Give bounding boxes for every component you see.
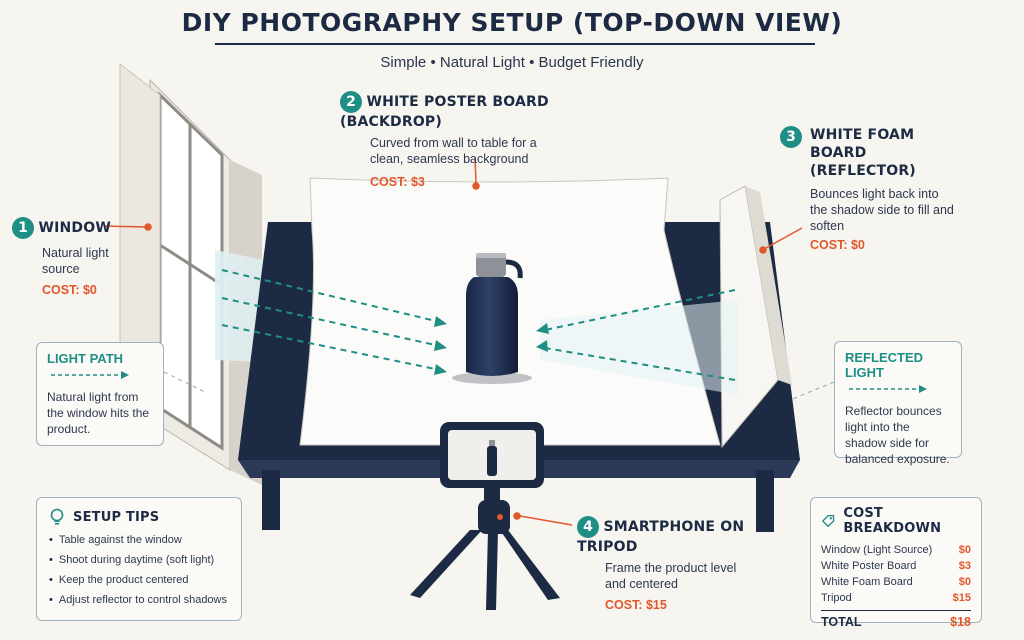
cost-item-label: White Foam Board bbox=[821, 576, 913, 588]
callout-description: Frame the product level and centered bbox=[605, 561, 737, 591]
step-number-badge: 2 bbox=[340, 91, 362, 113]
cost-item-amount: $0 bbox=[958, 544, 971, 556]
step-number-badge: 1 bbox=[12, 217, 34, 239]
callout-cost: COST: $15 bbox=[605, 598, 667, 612]
cost-breakdown-title: COST BREAKDOWN bbox=[843, 506, 942, 536]
reflected-light-box: REFLECTED LIGHT Reflector bounces light … bbox=[834, 341, 962, 466]
callout-poster-board: 2 WHITE POSTER BOARD (BACKDROP) Curved f… bbox=[340, 91, 640, 189]
step-number-badge: 4 bbox=[577, 516, 599, 538]
cost-item-label: Window (Light Source) bbox=[821, 544, 933, 556]
callout-description: Natural light source bbox=[42, 246, 109, 276]
callout-foam-board: 3 WHITE FOAM BOARD (REFLECTOR) Bounces l… bbox=[780, 126, 970, 252]
light-path-box: LIGHT PATH Natural light from the window… bbox=[36, 342, 164, 446]
cost-row: Tripod $15 bbox=[821, 590, 971, 606]
page-title: DIY PHOTOGRAPHY SETUP (TOP-DOWN VIEW) bbox=[181, 8, 843, 37]
arrow-icon bbox=[51, 371, 129, 379]
callout-description: Curved from wall to table for a clean, s… bbox=[370, 136, 537, 166]
callout-cost: COST: $0 bbox=[42, 283, 97, 297]
reflected-light-title: REFLECTED LIGHT bbox=[845, 350, 923, 380]
callout-cost: COST: $3 bbox=[370, 175, 425, 189]
light-path-text: Natural light from the window hits the p… bbox=[47, 390, 150, 436]
lightbulb-icon bbox=[50, 508, 64, 525]
list-item: Keep the product centered bbox=[49, 570, 229, 590]
light-path-title: LIGHT PATH bbox=[47, 351, 124, 366]
callout-smartphone-tripod: 4 SMARTPHONE ON TRIPOD Frame the product… bbox=[577, 516, 797, 612]
cost-row: White Poster Board $3 bbox=[821, 558, 971, 574]
step-number-badge: 3 bbox=[780, 126, 802, 148]
bottle-illustration bbox=[452, 253, 532, 384]
cost-breakdown-box: COST BREAKDOWN Window (Light Source) $0 … bbox=[810, 497, 982, 629]
callout-title: WHITE POSTER BOARD (BACKDROP) bbox=[340, 94, 549, 130]
cost-item-amount: $3 bbox=[958, 560, 971, 572]
callout-title: WINDOW bbox=[38, 220, 111, 237]
cost-row: Window (Light Source) $0 bbox=[821, 542, 971, 558]
callout-cost: COST: $0 bbox=[810, 238, 865, 252]
page-subtitle: Simple • Natural Light • Budget Friendly bbox=[380, 54, 644, 71]
list-item: Shoot during daytime (soft light) bbox=[49, 550, 229, 570]
cost-total-label: TOTAL bbox=[821, 615, 862, 629]
price-tag-icon bbox=[821, 514, 835, 528]
tripod-illustration bbox=[410, 488, 560, 610]
callout-title: WHITE FOAM BOARD (REFLECTOR) bbox=[810, 127, 916, 179]
title-divider bbox=[215, 43, 815, 45]
list-item: Adjust reflector to control shadows bbox=[49, 590, 229, 610]
setup-tips-title: SETUP TIPS bbox=[73, 509, 160, 525]
list-item: Table against the window bbox=[49, 530, 229, 550]
smartphone-illustration bbox=[440, 422, 544, 488]
cost-item-amount: $0 bbox=[958, 576, 971, 588]
setup-tips-list: Table against the window Shoot during da… bbox=[49, 530, 229, 610]
cost-item-label: White Poster Board bbox=[821, 560, 917, 572]
setup-tips-box: SETUP TIPS Table against the window Shoo… bbox=[36, 497, 242, 621]
callout-title: SMARTPHONE ON TRIPOD bbox=[577, 519, 745, 555]
arrow-icon bbox=[849, 385, 927, 393]
reflected-light-text: Reflector bounces light into the shadow … bbox=[845, 404, 950, 466]
cost-item-label: Tripod bbox=[821, 592, 852, 604]
cost-row: White Foam Board $0 bbox=[821, 574, 971, 590]
cost-total-row: TOTAL $18 bbox=[821, 610, 971, 629]
cost-item-amount: $15 bbox=[952, 592, 971, 604]
cost-total-amount: $18 bbox=[950, 615, 971, 629]
callout-description: Bounces light back into the shadow side … bbox=[810, 187, 954, 233]
callout-window: 1 WINDOW Natural light source COST: $0 bbox=[12, 217, 122, 297]
light-path-arrows bbox=[221, 269, 736, 381]
